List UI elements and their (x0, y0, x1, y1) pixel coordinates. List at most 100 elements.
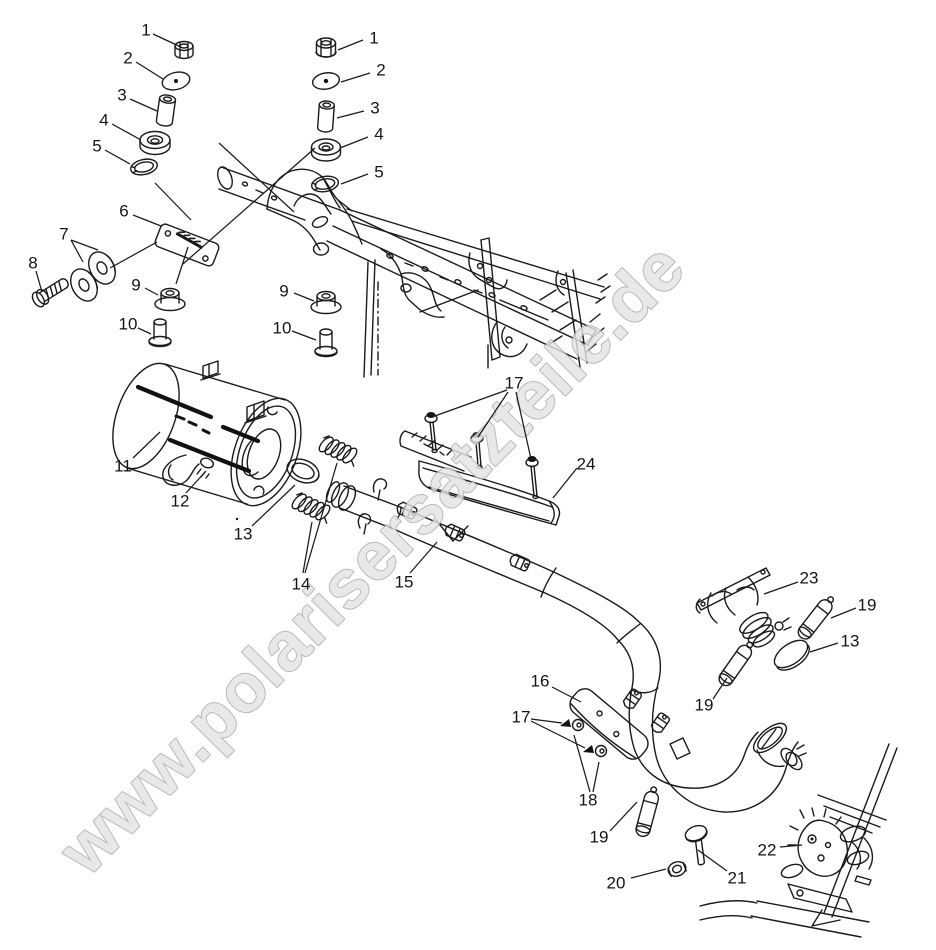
leader-line (129, 98, 158, 112)
callout-label-2: 2 (123, 49, 132, 68)
flange-nut-drawing (310, 290, 342, 315)
leader-line (409, 541, 438, 574)
exhaust-springs-drawing (291, 435, 358, 524)
callout-label-19: 19 (590, 828, 609, 847)
mount-hardware-right (310, 290, 342, 358)
lock-nut-drawing (315, 37, 337, 58)
callout-label-3: 3 (117, 86, 126, 105)
shoulder-bolt-drawing (314, 328, 338, 358)
leader-line (573, 734, 591, 793)
seal-ring-drawing (130, 158, 158, 176)
leader-line (336, 110, 365, 119)
callout-label-17: 17 (512, 708, 531, 727)
callout-label-4: 4 (99, 111, 108, 130)
leader-line (763, 581, 799, 595)
leader-line (592, 761, 600, 793)
leader-line (70, 239, 99, 251)
callout-label-19: 19 (858, 596, 877, 615)
bolt-drawing (31, 278, 69, 308)
callout-label-14: 14 (292, 575, 311, 594)
callout-label-5: 5 (374, 163, 383, 182)
callout-label-16: 16 (531, 672, 550, 691)
leader-line (515, 391, 532, 460)
leader-line (302, 521, 313, 574)
leader-line (830, 607, 857, 619)
spacer-drawing (155, 94, 177, 127)
bushing-drawing (139, 130, 171, 156)
leader-line (104, 149, 131, 165)
leader-line (111, 123, 142, 141)
leader-line (154, 182, 192, 221)
hardware-stack-right (310, 37, 342, 193)
callout-label-7: 7 (59, 225, 68, 244)
engine-crankcase-22-drawing (699, 743, 898, 938)
leader-line (339, 136, 369, 149)
leader-line (293, 292, 315, 302)
callout-label-2: 2 (376, 61, 385, 80)
callout-label-6: 6 (119, 202, 128, 221)
spacer-capsules-19-drawing (635, 596, 835, 838)
leader-line (551, 686, 582, 703)
callout-label-3: 3 (370, 99, 379, 118)
leader-line (182, 147, 316, 265)
bracket-plate-drawing (154, 223, 220, 267)
pipe-clamp-drawing (622, 688, 642, 709)
leader-line (251, 484, 296, 527)
construction-lines (109, 142, 316, 285)
large-washer-drawing (70, 268, 98, 302)
leader-line (35, 270, 43, 293)
callout-label-18: 18 (579, 791, 598, 810)
leader-line (809, 642, 839, 653)
bushing-drawing (310, 138, 342, 162)
callout-label-20: 20 (607, 874, 626, 893)
leader-line (630, 868, 667, 879)
callout-label-1: 1 (369, 29, 378, 48)
frame-drawing (217, 166, 611, 378)
mount-hardware-left (31, 223, 220, 348)
callout-label-13: 13 (234, 525, 253, 544)
large-washer-drawing (88, 251, 116, 285)
outlet-elbow-drawing (752, 722, 807, 771)
bolt-21-drawing (684, 824, 708, 866)
pipe-clamp-drawing (396, 501, 418, 520)
callout-label-23: 23 (800, 569, 819, 588)
leader-line (175, 246, 189, 285)
pipe-clamp-drawing (650, 712, 670, 733)
manifold-23-drawing (695, 567, 792, 648)
callout-label-21: 21 (728, 869, 747, 888)
leader-line (779, 844, 803, 848)
spacer-drawing (316, 100, 335, 133)
hardware-stack-left (130, 40, 194, 176)
leader-line (137, 327, 152, 335)
muffler-bolt-drawing (196, 457, 214, 479)
callout-label-4: 4 (374, 125, 383, 144)
leader-line (340, 173, 369, 185)
callout-label-11: 11 (114, 457, 132, 476)
lock-nut-drawing (174, 40, 194, 60)
shoulder-bolt-drawing (148, 318, 172, 348)
leader-line (152, 33, 182, 48)
callout-label-17: 17 (505, 374, 524, 393)
front-shield-16-drawing (560, 688, 649, 760)
leader-line (477, 391, 509, 438)
muffler-drawing (112, 360, 302, 521)
leader-line (712, 677, 728, 700)
muffler-gasket-drawing (286, 458, 320, 484)
leader-line (431, 389, 508, 418)
leader-line (109, 241, 158, 269)
leader-line (132, 214, 162, 227)
washer-drawing (311, 72, 341, 90)
leader-line (218, 142, 295, 213)
callout-label-15: 15 (395, 573, 414, 592)
leader-line (337, 39, 364, 51)
callout-label-1: 1 (141, 21, 150, 40)
flange-nut-drawing (154, 287, 186, 312)
callout-label-22: 22 (758, 841, 777, 860)
callout-label-9: 9 (279, 282, 288, 301)
leader-line (552, 467, 578, 499)
shield-screw-assembly (560, 718, 608, 758)
exhaust-pipe-drawing (325, 430, 807, 813)
